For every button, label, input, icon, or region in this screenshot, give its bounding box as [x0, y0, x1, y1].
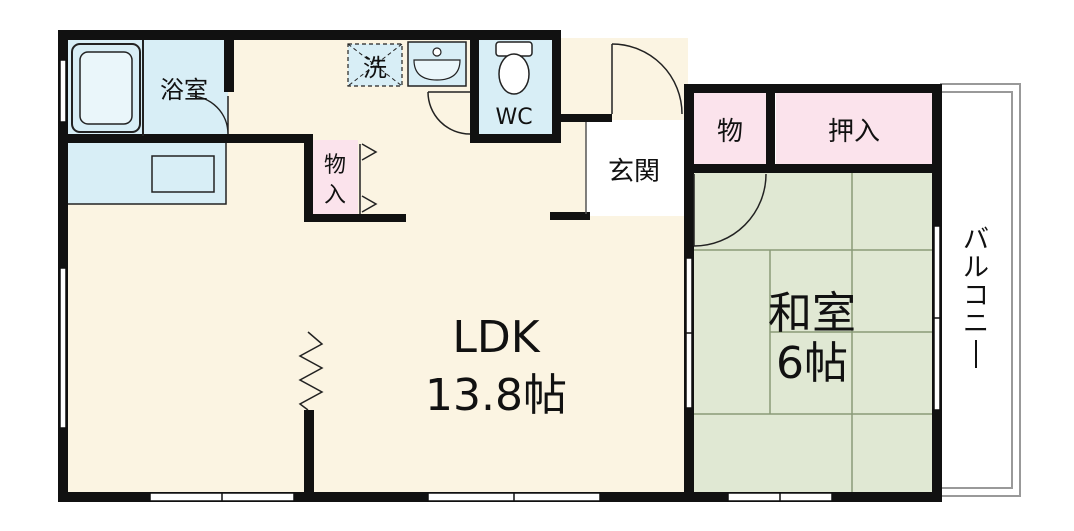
toilet	[495, 41, 533, 95]
label-ldk-name: LDK	[452, 312, 540, 363]
window-ldk-left	[59, 267, 67, 429]
svg-text:コ: コ	[963, 281, 989, 311]
label-balcony: バ ル コ ニ	[963, 225, 989, 368]
wash-basin	[407, 41, 467, 87]
label-washitsu-size: 6帖	[776, 338, 848, 389]
svg-text:ル: ル	[963, 253, 989, 283]
label-oshiire: 押入	[828, 117, 880, 147]
kitchen-sink	[151, 155, 215, 193]
washitsu-door	[693, 173, 767, 247]
label-washer: 洗	[363, 54, 387, 82]
label-washitsu-name: 和室	[768, 288, 856, 339]
bathtub	[71, 43, 141, 133]
entrance-door	[611, 43, 683, 115]
label-bath: 浴室	[160, 76, 208, 104]
label-ldk-size: 13.8帖	[425, 370, 567, 421]
balcony-outline	[940, 83, 1021, 497]
closet-doors	[359, 143, 378, 214]
partition-zigzag	[298, 331, 324, 411]
tatami-lines	[690, 172, 936, 494]
label-entrance: 玄関	[608, 157, 660, 187]
label-toilet: WC	[495, 105, 532, 130]
label-closet-small-2: 入	[324, 183, 346, 208]
label-storage: 物	[717, 117, 743, 147]
entrance-floor	[586, 120, 684, 216]
storage-floor	[690, 92, 770, 168]
window-mullions	[221, 317, 940, 501]
label-closet-small-1: 物	[324, 153, 346, 178]
bath-divider	[142, 40, 144, 136]
bath-door	[189, 95, 229, 135]
closet-small-floor	[312, 140, 358, 214]
window-bath	[59, 59, 67, 123]
svg-text:ニ: ニ	[963, 309, 989, 339]
wash-door	[427, 91, 471, 135]
svg-text:バ: バ	[963, 225, 989, 255]
washitsu-floor	[690, 172, 936, 494]
oshiire-floor	[776, 92, 934, 168]
